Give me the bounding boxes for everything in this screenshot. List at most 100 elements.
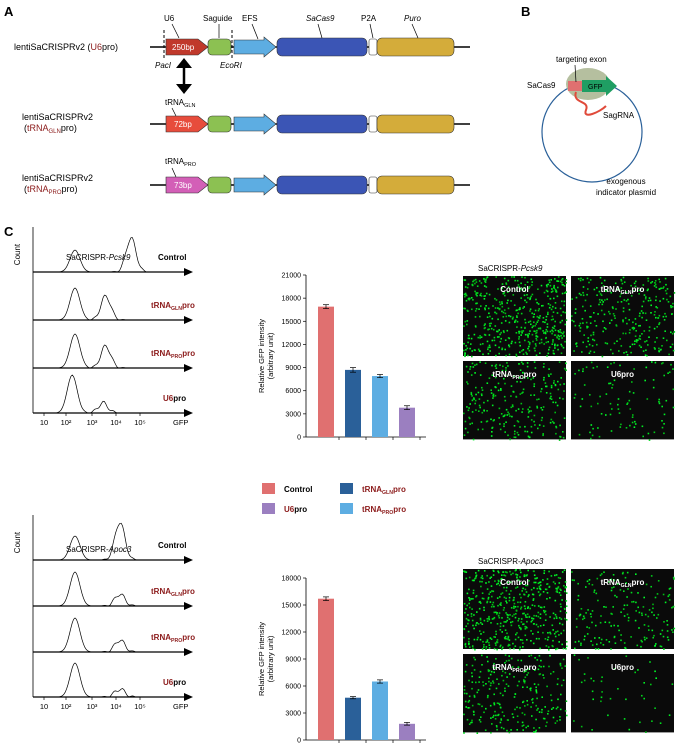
histogram-label-2: tRNAPROpro xyxy=(151,633,195,644)
construct-trna-gln: lentiSaCRISPRv2 (tRNAGLNpro) tRNAGLN 72b… xyxy=(22,98,470,135)
bar-2 xyxy=(372,376,388,437)
y-tick-label: 12000 xyxy=(282,342,302,349)
histogram-tick: 10³ xyxy=(87,418,98,427)
histogram-tick: 10 xyxy=(40,702,48,711)
micrograph-panel: tRNAPROpro xyxy=(463,654,568,734)
construct-trna-pro: lentiSaCRISPRv2 (tRNAPROpro) tRNAPRO 73b… xyxy=(22,157,470,196)
y-tick-label: 6000 xyxy=(285,684,301,691)
u6-promoter-box xyxy=(165,38,209,56)
micrograph-panel: U6pro xyxy=(571,654,674,733)
gfp-axis-label: GFP xyxy=(173,418,188,427)
construct-gln-promoter: (tRNAGLNpro) xyxy=(24,123,77,135)
histogram-tick: 10⁴ xyxy=(110,702,122,711)
histogram-label-2: tRNAPROpro xyxy=(151,349,195,360)
panel-a-letter: A xyxy=(4,4,14,19)
legend-swatch-0 xyxy=(262,483,275,494)
histogram-label-1: tRNAGLNpro xyxy=(151,301,195,312)
micrograph-panel: tRNAGLNpro xyxy=(571,276,676,358)
legend-label-1: tRNAGLNpro xyxy=(362,485,406,496)
construct-gln-name: lentiSaCRISPRv2 xyxy=(22,112,93,122)
micrograph-label: Control xyxy=(500,285,528,294)
bar-3 xyxy=(399,723,415,740)
y-tick-label: 0 xyxy=(297,738,301,745)
bar-1 xyxy=(345,697,361,740)
puro-box xyxy=(376,37,455,57)
trna-pro-top-label: tRNAPRO xyxy=(165,157,197,168)
histogram-curve xyxy=(33,662,173,698)
targeting-exon-label: targeting exon xyxy=(556,55,607,64)
label-sacas9: SaCas9 xyxy=(306,14,335,23)
plasmid-label-line1: exogenous xyxy=(606,177,645,186)
count-label: Count xyxy=(13,531,22,553)
trna-gln-promoter-box xyxy=(165,115,209,133)
label-efs: EFS xyxy=(242,14,258,23)
micro-pcsk9-title: SaCRISPR-Pcsk9 xyxy=(478,264,543,273)
y-tick-label: 18000 xyxy=(282,296,302,303)
y-tick-label: 9000 xyxy=(285,657,301,664)
label-u6: U6 xyxy=(164,14,175,23)
micro-apoc3-title: SaCRISPR-Apoc3 xyxy=(478,557,544,566)
histogram-curve xyxy=(33,522,173,561)
section-apoc3-title: SaCRISPR-Apoc3 xyxy=(66,545,132,554)
legend-label-3: tRNAPROpro xyxy=(362,505,406,516)
construct-u6-name: lentiSaCRISPRv2 (U6pro) xyxy=(14,42,118,52)
micrograph-panel: tRNAGLNpro xyxy=(571,569,676,650)
sacas9-label: SaCas9 xyxy=(527,81,556,90)
trna-gln-top-label: tRNAGLN xyxy=(165,98,195,109)
histogram-tick: 10² xyxy=(61,418,72,427)
micrograph-panel: tRNAPROpro xyxy=(463,361,567,441)
label-paci: PacI xyxy=(155,61,172,70)
y-axis-label-unit: (arbitrary unit) xyxy=(266,635,275,682)
gfp-axis-label: GFP xyxy=(173,702,188,711)
bar-chart-0: 030006000900012000150001800021000Relativ… xyxy=(257,273,426,442)
bar-0 xyxy=(318,306,334,437)
histogram-tick: 10³ xyxy=(87,702,98,711)
micrograph-label: tRNAGLNpro xyxy=(601,578,645,589)
legend-label-2: U6pro xyxy=(284,505,307,514)
sagrna-squiggle xyxy=(574,91,607,116)
label-p2a: P2A xyxy=(361,14,377,23)
micrograph-panel: Control xyxy=(463,276,568,358)
y-axis-label: Relative GFP intensity xyxy=(257,319,266,393)
y-axis-label: Relative GFP intensity xyxy=(257,622,266,696)
y-tick-label: 6000 xyxy=(285,388,301,395)
micrograph-panel: Control xyxy=(463,569,568,651)
histogram-curve xyxy=(33,374,173,414)
histogram-label-0: Control xyxy=(158,541,186,550)
y-tick-label: 0 xyxy=(297,435,301,442)
panel-b-letter: B xyxy=(521,4,530,19)
construct-pro-promoter: (tRNAPROpro) xyxy=(24,184,78,196)
swap-double-arrow xyxy=(176,58,192,94)
histogram-label-3: U6pro xyxy=(163,394,186,403)
trna-pro-promoter-box xyxy=(165,176,209,194)
histogram-tick: 10⁵ xyxy=(134,418,145,427)
pro-box-label: 73bp xyxy=(174,181,192,190)
bar-chart-area: 030006000900012000150001800021000Relativ… xyxy=(257,273,426,745)
panel-c-letter: C xyxy=(4,224,14,239)
y-tick-label: 18000 xyxy=(282,576,302,583)
micrograph-label: tRNAPROpro xyxy=(492,370,536,381)
label-saguide: Saguide xyxy=(203,14,233,23)
micrograph-label: Control xyxy=(500,578,528,587)
legend-swatch-2 xyxy=(262,503,275,514)
y-tick-label: 15000 xyxy=(282,319,302,326)
u6-box-label: 250bp xyxy=(172,43,195,52)
histogram-tick: 10² xyxy=(61,702,72,711)
y-tick-label: 15000 xyxy=(282,603,302,610)
sacas9-box xyxy=(276,37,368,57)
p2a-box xyxy=(368,38,378,56)
legend-label-0: Control xyxy=(284,485,312,494)
gfp-label: GFP xyxy=(588,84,603,91)
micrograph-label: U6pro xyxy=(611,370,634,379)
micrograph-label: tRNAPROpro xyxy=(492,663,536,674)
y-tick-label: 3000 xyxy=(285,711,301,718)
histogram-label-3: U6pro xyxy=(163,678,186,687)
efs-arrow xyxy=(233,36,277,58)
y-axis-label-unit: (arbitrary unit) xyxy=(266,332,275,379)
